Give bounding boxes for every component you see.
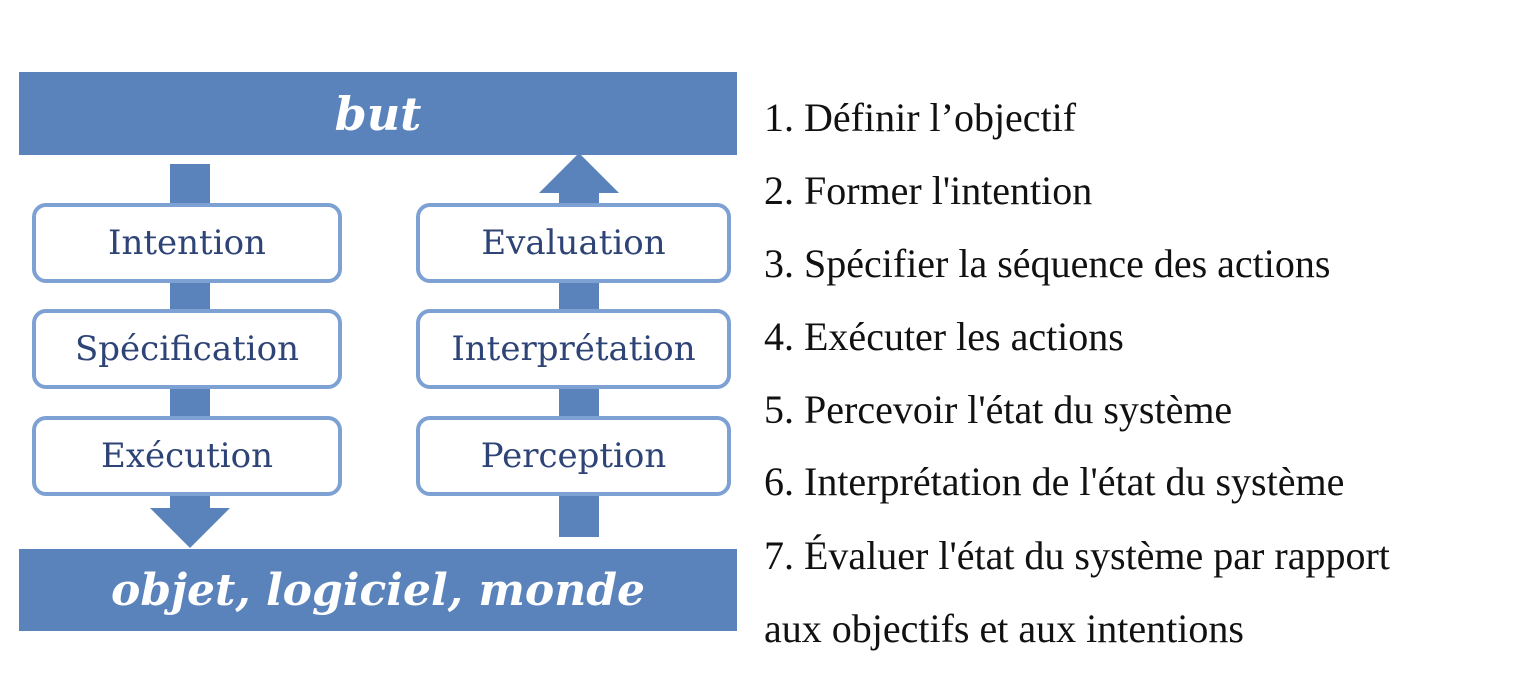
step-4: 4. Exécuter les actions [764,314,1124,359]
step-7-continuation: aux objectifs et aux intentions [764,606,1244,651]
evaluation-box: Evaluation [416,203,731,283]
perception-box: Perception [416,416,731,496]
up-arrow-icon [539,153,619,193]
norman-action-cycle-diagram: but Intention Spécification Exécution Ev… [0,0,750,674]
interpretation-box: Interprétation [416,309,731,389]
step-3: 3. Spécifier la séquence des actions [764,241,1331,286]
intention-box: Intention [32,203,342,283]
specification-box: Spécification [32,309,342,389]
step-2: 2. Former l'intention [764,168,1093,213]
down-arrow-icon [150,508,230,548]
step-1: 1. Définir l’objectif [764,95,1077,140]
step-5: 5. Percevoir l'état du système [764,387,1233,432]
step-6: 6. Interprétation de l'état du système [764,459,1345,504]
goal-band: but [19,72,737,155]
step-7: 7. Évaluer l'état du système par rapport [764,533,1390,578]
execution-box: Exécution [32,416,342,496]
world-band: objet, logiciel, monde [19,549,737,631]
